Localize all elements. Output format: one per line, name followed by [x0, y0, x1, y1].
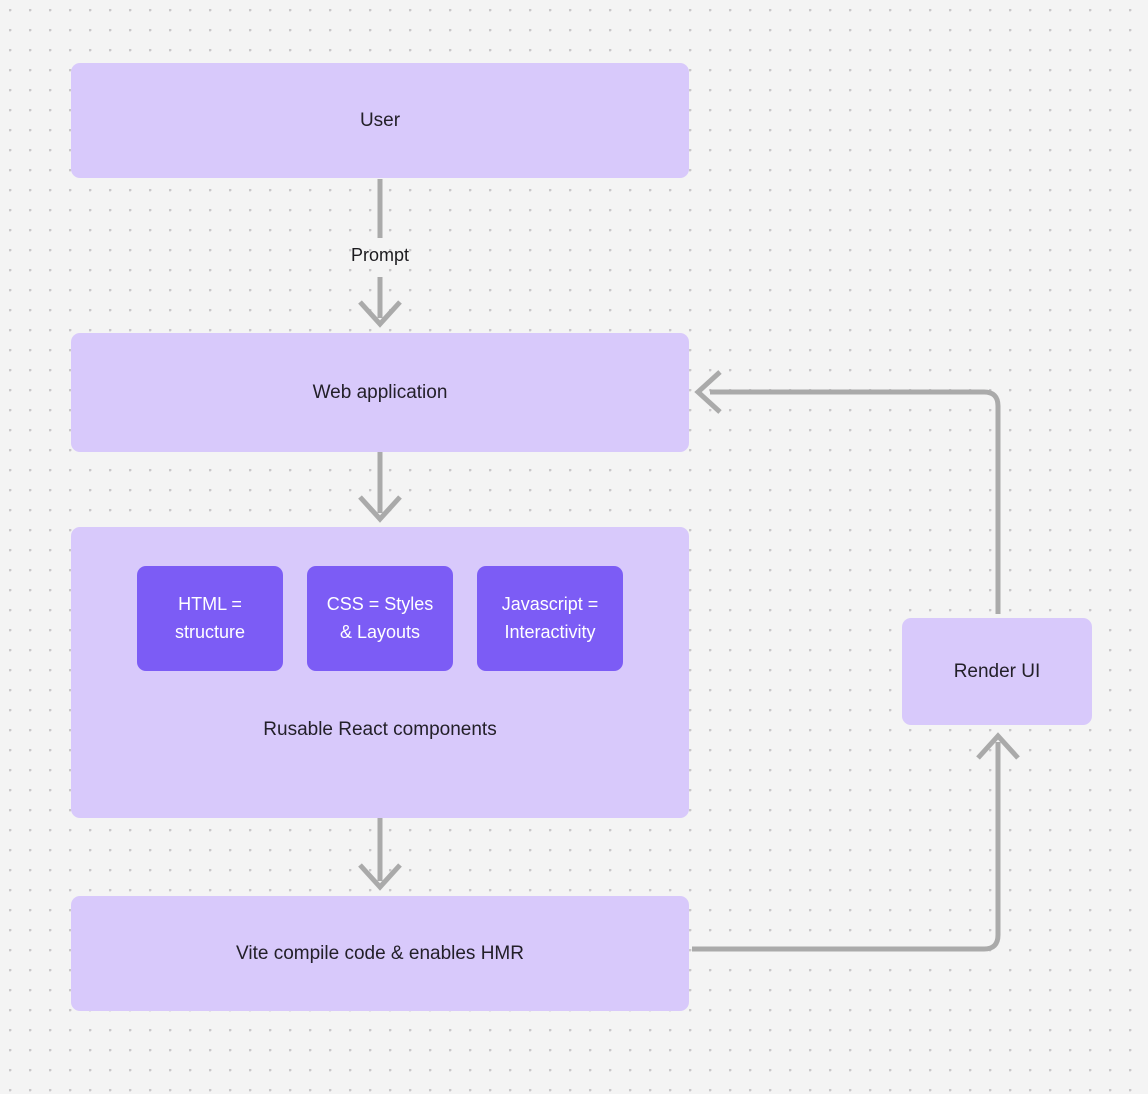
node-web-application[interactable]: Web application: [71, 333, 689, 452]
node-vite-label: Vite compile code & enables HMR: [236, 942, 524, 964]
node-javascript[interactable]: Javascript = Interactivity: [477, 566, 623, 671]
node-web-application-label: Web application: [312, 381, 448, 403]
node-html-line2: structure: [174, 621, 246, 642]
edge-components-to-vite: [358, 818, 402, 891]
node-user[interactable]: User: [71, 63, 689, 178]
node-css[interactable]: CSS = Styles & Layouts: [307, 566, 453, 671]
node-css-line1: CSS = Styles: [326, 593, 434, 614]
node-javascript-line1: Javascript =: [501, 593, 599, 614]
node-render-ui[interactable]: Render UI: [902, 618, 1092, 725]
node-css-line2: & Layouts: [339, 621, 421, 642]
node-reusable-react-components-group[interactable]: HTML = structure CSS = Styles & Layouts Ja…: [71, 527, 689, 818]
node-html-label: HTML = structure: [175, 591, 245, 647]
node-javascript-label: Javascript = Interactivity: [502, 591, 599, 647]
node-css-label: CSS = Styles & Layouts: [327, 591, 434, 647]
node-reusable-react-components-caption: Rusable React components: [263, 719, 497, 740]
edge-vite-to-render-ui: [692, 732, 1020, 952]
node-render-ui-label: Render UI: [953, 660, 1041, 682]
node-vite[interactable]: Vite compile code & enables HMR: [71, 896, 689, 1011]
edge-web-application-to-components: [358, 452, 402, 523]
node-html[interactable]: HTML = structure: [137, 566, 283, 671]
edge-label-prompt: Prompt: [350, 245, 410, 265]
edge-user-to-web-application: [358, 179, 402, 328]
edge-render-ui-to-web-application: [694, 370, 1001, 614]
node-javascript-line2: Interactivity: [504, 621, 596, 642]
node-html-line1: HTML =: [178, 593, 242, 614]
node-user-label: User: [359, 109, 401, 131]
